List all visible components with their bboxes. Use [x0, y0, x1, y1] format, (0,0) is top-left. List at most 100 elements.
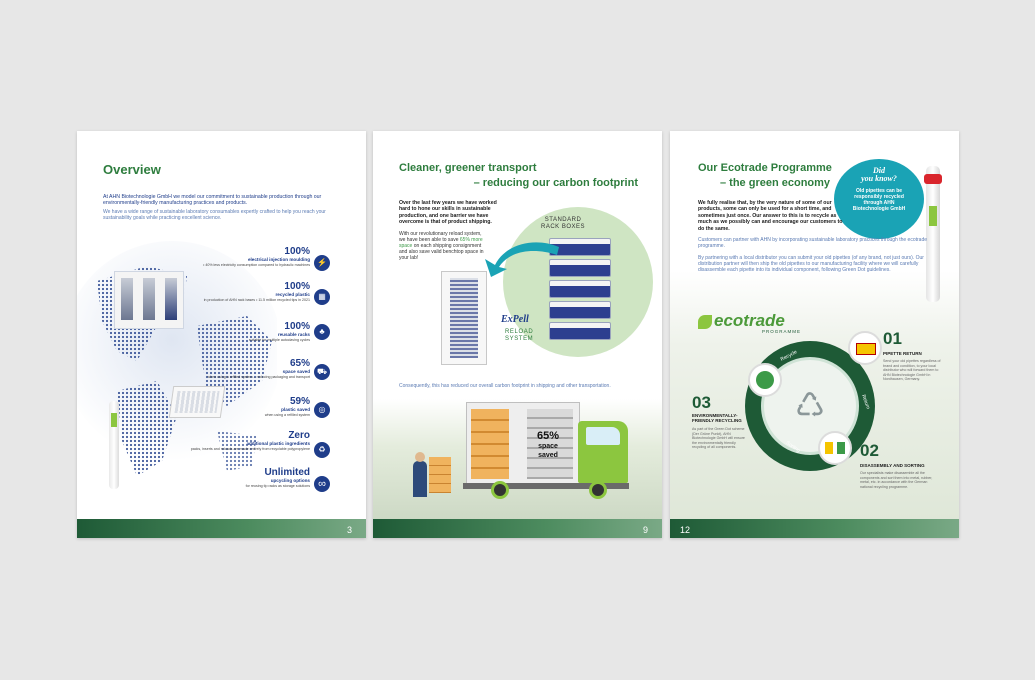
rack-label: STANDARD RACK BOXES	[541, 217, 585, 231]
stat-note: in production of AHN rack bases • 11.5 m…	[203, 298, 310, 302]
step-02-label: DISASSEMBLY AND SORTING	[860, 463, 925, 468]
did-you-know-text: Old pipettes can be responsibly recycled…	[852, 188, 906, 212]
rack-label-line2: RACK BOXES	[541, 224, 586, 230]
did-you-know-title: Did you know?	[834, 167, 924, 183]
stat-note: packs, inserts and reloads are made enti…	[190, 447, 310, 451]
step-01-number: 01	[883, 329, 902, 348]
green-dot-badge	[748, 363, 782, 397]
body-text: With our revolutionary reload system, we…	[399, 231, 485, 261]
tip-rack-product	[114, 271, 184, 329]
stat-space-saved: 65% space saved when using a refilled sy…	[190, 358, 310, 380]
step-03-desc: As part of the Green Dot scheme (Der Grü…	[692, 427, 745, 450]
page-footer	[77, 519, 366, 538]
intro-text: We have a wide range of sustainable labo…	[103, 209, 326, 221]
stat-value: 65%	[289, 358, 310, 369]
truck-stat: 65% space saved	[537, 431, 559, 460]
para-partner: Customers can partner with AHN by incorp…	[698, 237, 928, 249]
truck-cab	[578, 421, 628, 483]
reload-label-line1: RELOAD	[505, 329, 534, 335]
sorting-badge	[818, 431, 852, 465]
page-footer	[373, 519, 662, 538]
stat-label: upcycling options	[270, 478, 310, 483]
stat-value: 59%	[289, 396, 310, 407]
reload-label: RELOAD SYSTEM	[505, 329, 533, 343]
consequently-text: Consequently, this has reduced our overa…	[399, 383, 611, 389]
stat-label: reusable racks	[277, 332, 310, 337]
step-03-number: 03	[692, 393, 711, 412]
page-title-line1: Our Ecotrade Programme	[698, 162, 832, 174]
page-title: Overview	[103, 162, 161, 177]
did-you-know-bubble: Did you know? Old pipettes can be respon…	[834, 159, 924, 239]
reload-label-line2: SYSTEM	[505, 336, 534, 342]
recycle-icon: ♻	[314, 442, 330, 458]
expell-dispenser	[441, 271, 487, 365]
rack-box-stack	[549, 235, 611, 340]
pipette-return-badge	[848, 331, 882, 365]
intro-bold: Over the last few years we have worked h…	[399, 200, 497, 226]
truck-stat-value: 65%	[537, 430, 560, 442]
page-ecotrade: Our Ecotrade Programme – the green econo…	[670, 131, 959, 538]
page-number: 12	[680, 525, 691, 535]
stat-note: for reusing tip racks as storage solutio…	[245, 484, 310, 488]
page-title-line2: – the green economy	[720, 177, 831, 189]
ecotrade-logo-sub: PROGRAMME	[762, 329, 802, 334]
infinity-icon: ∞	[314, 476, 330, 492]
ecotrade-logo-text: ecotrade	[714, 311, 785, 330]
truck-wheel-rear	[491, 481, 509, 499]
stat-reusable-racks: 100% reusable racks suitable for multipl…	[190, 321, 310, 343]
rack-label-line1: STANDARD	[544, 217, 582, 223]
pipette-product	[924, 166, 942, 302]
page-footer	[670, 519, 959, 538]
stat-label: electrical injection moulding	[247, 257, 310, 262]
truck-stat-line2: saved	[538, 452, 558, 459]
stat-value: Zero	[288, 430, 310, 441]
body-text-pre: With our revolutionary reload system, we…	[399, 231, 482, 243]
truck-stat-line1: space	[538, 443, 558, 450]
truck-trailer	[466, 402, 580, 488]
intro-bold: We fully realise that, by the very natur…	[698, 200, 843, 232]
para-distributor: By partnering with a local distributor y…	[698, 255, 924, 273]
step-02-desc: Our specialists make disassemble all the…	[860, 471, 933, 489]
page-transport: Cleaner, greener transport – reducing ou…	[373, 131, 662, 538]
page-title-line1: Cleaner, greener transport	[399, 162, 537, 174]
intro-bold: At AHN Biotechnologie GmbH we model our …	[103, 194, 322, 207]
worker-figure	[413, 452, 427, 497]
rack-icon: ▦	[314, 289, 330, 305]
step-03-label: ENVIRONMENTALLY-FRIENDLY RECYCLING	[692, 413, 742, 423]
pipette-product	[109, 401, 119, 489]
truck-icon: ⛟	[314, 364, 330, 380]
stat-label: additional plastic ingredients	[246, 441, 310, 446]
step-01-desc: Send your old pipettes regardless of bra…	[883, 359, 941, 382]
cycle-ring	[745, 341, 875, 471]
expell-logo: ExPell	[501, 314, 529, 325]
ecotrade-logo: ecotrade	[698, 311, 785, 331]
page-number: 3	[346, 525, 352, 535]
stat-note: when using a refilled system – reducing …	[207, 375, 310, 379]
stat-value: 100%	[284, 321, 310, 332]
body-highlight: 65% more space	[399, 237, 483, 249]
stat-recycled-plastic: 100% recycled plastic in production of A…	[190, 281, 310, 303]
stat-note: when using a refilled system	[264, 413, 310, 417]
stat-plastic-saved: 59% plastic saved when using a refilled …	[190, 396, 310, 418]
leaf-icon	[698, 314, 712, 329]
lightning-icon: ⚡	[314, 255, 330, 271]
page-number: 9	[642, 525, 648, 535]
arrow-icon	[485, 242, 559, 277]
stat-zero-ingredients: Zero additional plastic ingredients pack…	[190, 430, 310, 452]
stat-note: • 40% less electricity consumption compa…	[203, 263, 310, 267]
stat-upcycling: Unlimited upcycling options for reusing …	[190, 467, 310, 489]
page-title-line2: – reducing our carbon footprint	[473, 177, 638, 189]
truck-wheel-front	[589, 481, 607, 499]
step-02-number: 02	[860, 441, 879, 460]
reuse-icon: ♣	[314, 324, 330, 340]
stat-label: plastic saved	[281, 407, 310, 412]
stat-label: recycled plastic	[275, 292, 310, 297]
stat-label: space saved	[282, 369, 310, 374]
did-you-know-line2: you know?	[861, 174, 897, 183]
stat-electrical-moulding: 100% electrical injection moulding • 40%…	[190, 246, 310, 268]
page-overview: Overview At AHN Biotechnologie GmbH we m…	[77, 131, 366, 538]
recycle-triangle-icon: ♺	[794, 387, 826, 425]
body-text-post: on each shipping consignment and also sa…	[399, 243, 484, 261]
did-you-know-line1: Did	[873, 166, 885, 175]
plastic-icon: ◎	[314, 402, 330, 418]
